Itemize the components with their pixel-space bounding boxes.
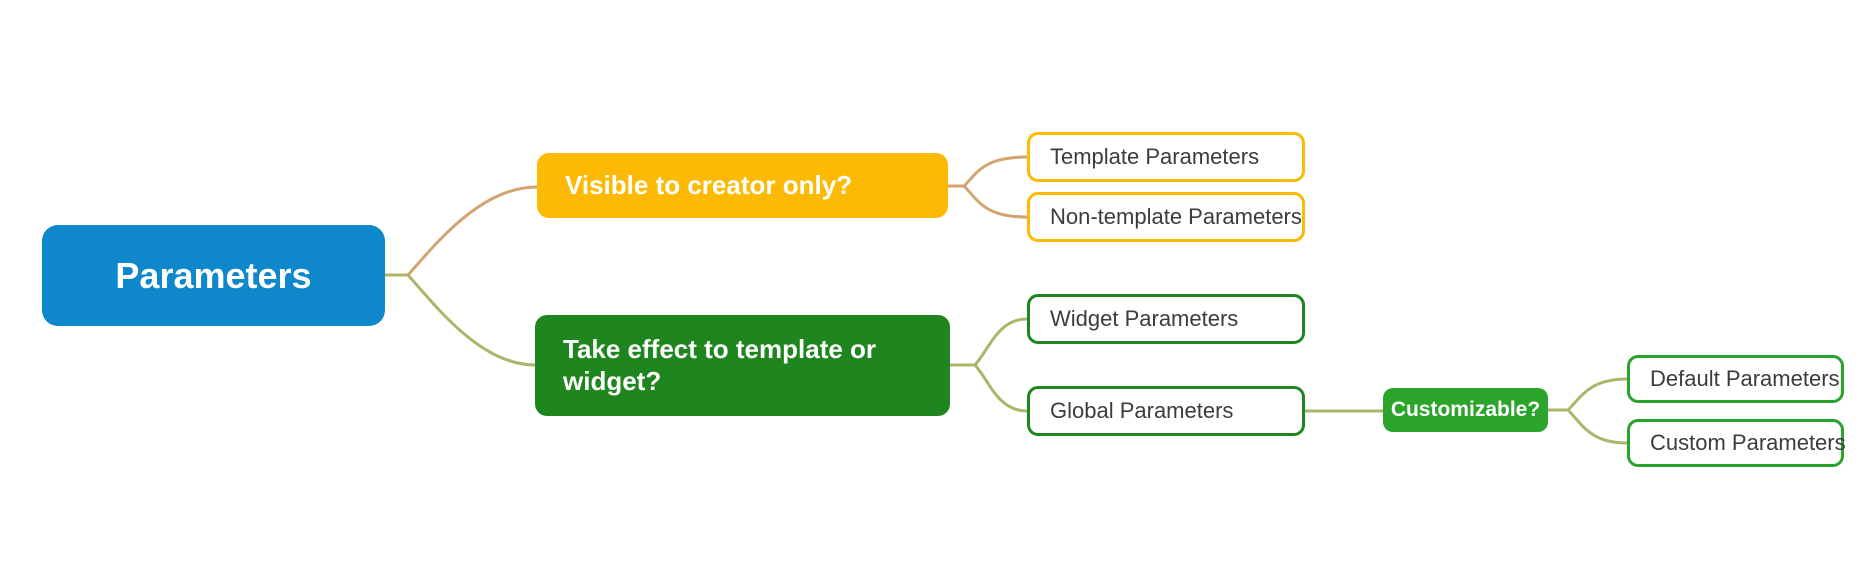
connector-take-effect-to-widget <box>973 317 1029 367</box>
connector-take-effect-to-global <box>973 363 1029 413</box>
sub-branch-node-label: Customizable? <box>1390 398 1541 421</box>
leaf-node-label: Widget Parameters <box>1050 306 1239 331</box>
leaf-node-label: Global Parameters <box>1050 398 1234 423</box>
leaf-node-non-template-parameters[interactable]: Non-template Parameters <box>1027 192 1305 242</box>
connector-root-to-take-effect <box>383 273 537 367</box>
connector-customizable-to-default <box>1566 377 1629 412</box>
branch-node-take-effect[interactable]: Take effect to template or widget? <box>535 315 950 416</box>
branch-node-label: Take effect to template or widget? <box>563 333 877 396</box>
sub-branch-node-customizable[interactable]: Customizable? <box>1383 388 1548 432</box>
connector-visible-to-nontemplate <box>962 184 1029 219</box>
leaf-node-label: Custom Parameters <box>1650 430 1846 455</box>
leaf-node-widget-parameters[interactable]: Widget Parameters <box>1027 294 1305 344</box>
branch-node-label: Visible to creator only? <box>565 170 853 200</box>
leaf-node-label: Default Parameters <box>1650 366 1840 391</box>
leaf-node-label: Non-template Parameters <box>1050 204 1302 229</box>
connector-customizable-to-custom <box>1566 408 1629 445</box>
leaf-node-template-parameters[interactable]: Template Parameters <box>1027 132 1305 182</box>
connector-root-to-visible <box>406 185 539 277</box>
leaf-node-label: Template Parameters <box>1050 144 1260 169</box>
leaf-node-default-parameters[interactable]: Default Parameters <box>1627 355 1844 403</box>
root-node-parameters[interactable]: Parameters <box>42 225 385 326</box>
connector-visible-to-template <box>962 155 1029 188</box>
leaf-node-custom-parameters[interactable]: Custom Parameters <box>1627 419 1846 467</box>
branch-node-visible-to-creator[interactable]: Visible to creator only? <box>537 153 948 218</box>
leaf-node-global-parameters[interactable]: Global Parameters <box>1027 386 1305 436</box>
root-node-label: Parameters <box>115 254 312 296</box>
